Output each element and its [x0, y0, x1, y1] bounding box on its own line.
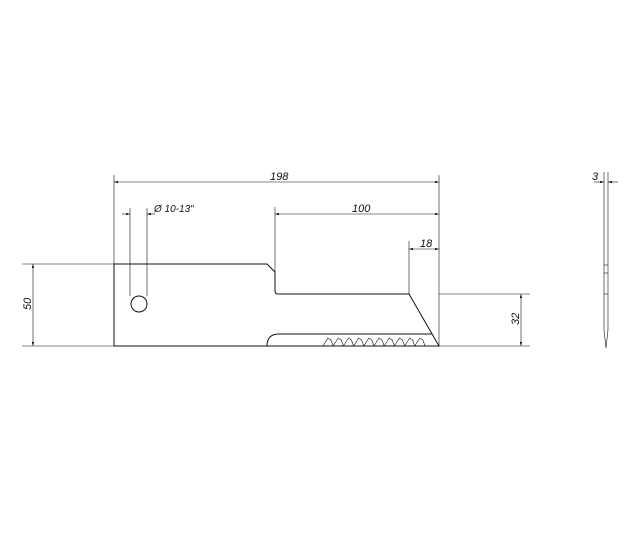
dimension-overall-length: 198	[270, 171, 289, 183]
blade-outline	[113, 263, 440, 347]
dimension-chamfer-length: 18	[420, 238, 433, 250]
dimension-blade-height: 32	[510, 313, 522, 325]
side-view-outline	[603, 172, 609, 349]
mounting-hole	[130, 295, 148, 313]
dimension-hole-diameter: Ø 10-13"	[153, 204, 194, 215]
serrated-teeth	[322, 337, 426, 347]
bottom-slot	[266, 333, 432, 347]
dimension-overall-height: 50	[22, 297, 34, 310]
dimension-thickness: 3	[592, 171, 599, 183]
dimension-notch-length: 100	[352, 203, 371, 215]
